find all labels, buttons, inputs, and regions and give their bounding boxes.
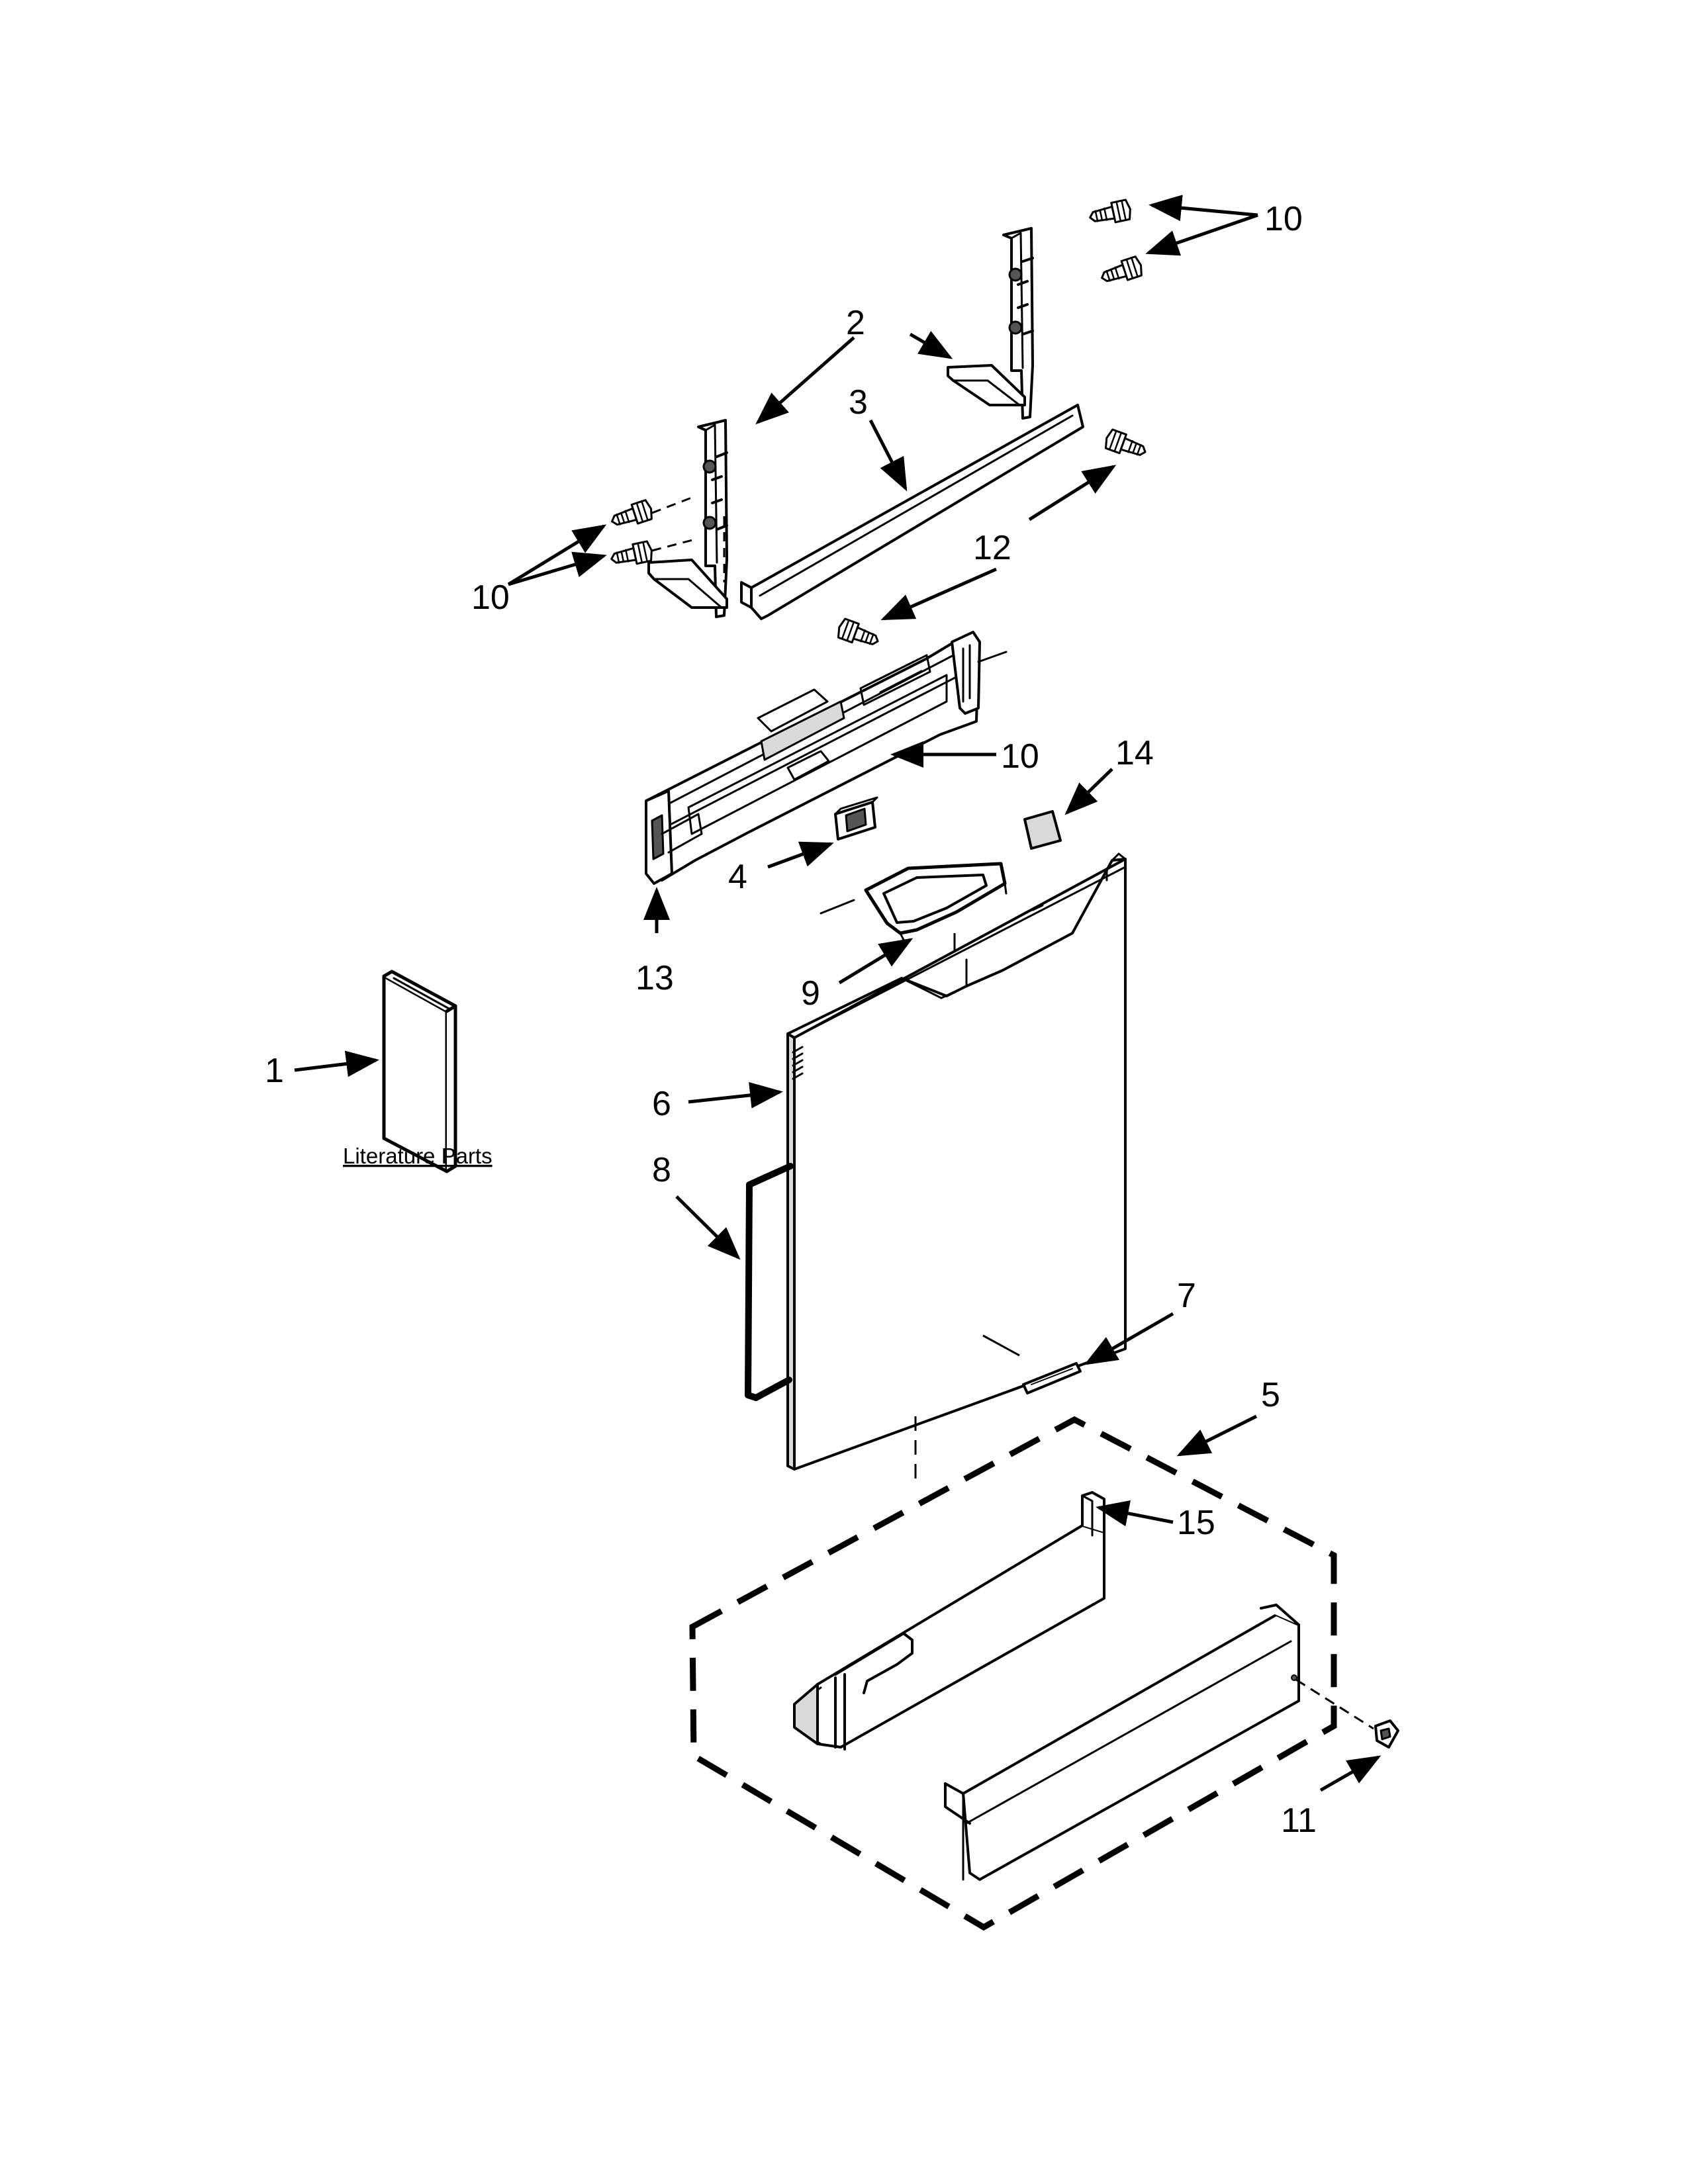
door-handle: [864, 862, 1008, 941]
door-latch: [834, 796, 878, 841]
callout-labels: 10 2 3 12 10 10 14 4 13 9 1 6 8 7 5 15 1…: [265, 200, 1317, 1840]
screw-icon: [1374, 1719, 1399, 1749]
callout-9: 9: [801, 974, 820, 1013]
screw-icon: [1098, 254, 1145, 289]
callout-10-top: 10: [1264, 200, 1303, 238]
leader-lines: [294, 195, 1382, 1792]
screw-icon: [608, 539, 655, 570]
screw-icon: [608, 498, 655, 532]
callout-10-mid: 10: [1001, 737, 1039, 776]
callout-13: 13: [635, 959, 674, 997]
insulation-pad: [1023, 810, 1062, 850]
callout-1: 1: [265, 1052, 284, 1090]
callout-11: 11: [1281, 1801, 1317, 1840]
kit-outline: [689, 1416, 1337, 1931]
callout-7: 7: [1177, 1277, 1196, 1315]
callout-10-left: 10: [471, 578, 510, 617]
callout-2: 2: [846, 304, 865, 342]
callout-5: 5: [1261, 1376, 1280, 1414]
screw-icon: [835, 617, 882, 652]
callout-14: 14: [1115, 734, 1154, 772]
callout-8: 8: [652, 1151, 671, 1189]
hinge-bracket-right: [947, 227, 1034, 420]
door-gasket: [745, 1163, 794, 1401]
callout-15: 15: [1177, 1504, 1215, 1542]
control-panel-assembly: [645, 631, 1008, 885]
callout-3: 3: [849, 383, 868, 422]
callout-4: 4: [728, 858, 747, 896]
screw-icon: [1087, 198, 1133, 228]
panel-insert: [793, 1491, 1105, 1751]
screw-icon: [1102, 428, 1150, 463]
callout-6: 6: [652, 1085, 671, 1123]
callout-12: 12: [973, 529, 1011, 567]
door-panel: [786, 852, 1127, 1471]
hinge-bracket-left: [647, 419, 728, 618]
toe-panel: [944, 1604, 1300, 1881]
literature-parts-label: Literature Parts: [343, 1144, 492, 1168]
hinge-support-strip: [740, 404, 1084, 620]
literature-booklet: [382, 970, 457, 1173]
brand-badge: [1022, 1362, 1082, 1394]
